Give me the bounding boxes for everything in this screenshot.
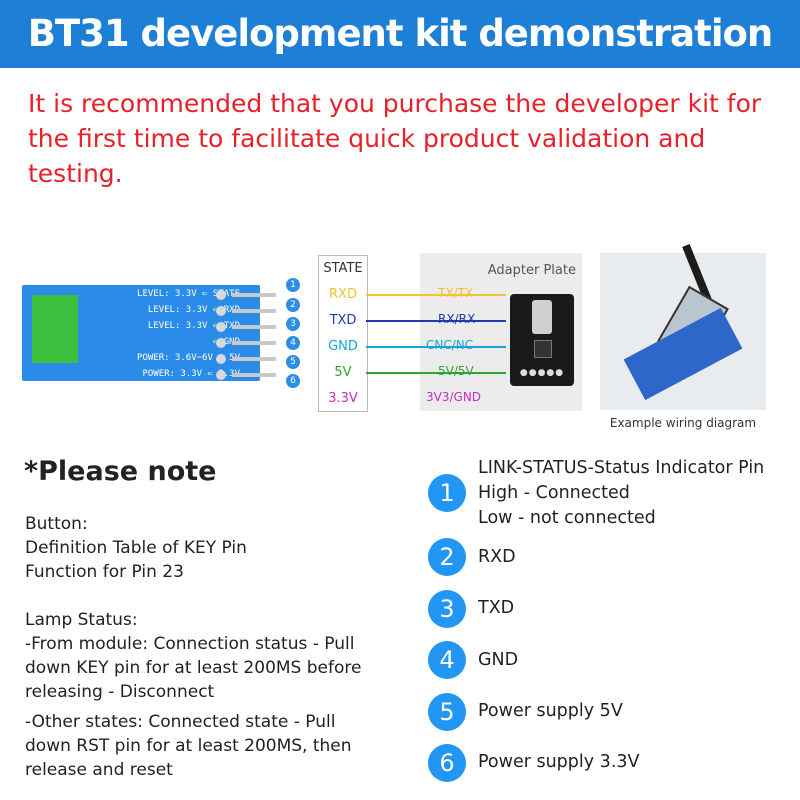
pin-badge-5: 5 xyxy=(428,693,466,731)
pin-badge-6: 6 xyxy=(428,744,466,782)
adapter-pin-tx: TX/TX xyxy=(438,286,474,300)
module-pin-labels: STATE RXD TXD GND 5V 3.3V xyxy=(318,255,368,412)
lamp-title: Lamp Status: xyxy=(25,610,138,630)
pin-number-1: 1 xyxy=(286,278,300,292)
board-label-6: POWER: 3.3V ⇐ 3.3V xyxy=(142,369,240,379)
module-board: LEVEL: 3.3V ⇐ STATE LEVEL: 3.3V ⇐ RXD LE… xyxy=(22,285,260,381)
chip-icon xyxy=(534,340,552,358)
module-pin-3v3: 3.3V xyxy=(328,391,358,406)
pin-3-label: TXD xyxy=(478,598,515,618)
pin-1-line-2: High - Connected xyxy=(478,483,630,503)
pin-6-label: Power supply 3.3V xyxy=(478,752,640,772)
adapter-pin-5v: 5V/5V xyxy=(438,364,474,378)
header-pin-2 xyxy=(232,309,276,313)
pin-number-6: 6 xyxy=(286,374,300,388)
module-pin-state: STATE xyxy=(323,261,363,276)
pin-badge-4: 4 xyxy=(428,641,466,679)
module-pin-txd: TXD xyxy=(329,313,357,328)
pin-badge-1: 1 xyxy=(428,474,466,512)
adapter-pin-nc: CNC/NC xyxy=(426,338,474,352)
intro-text: It is recommended that you purchase the … xyxy=(28,89,762,188)
lamp-b-line-2: down RST pin for at least 200MS, then xyxy=(25,736,352,756)
pin-badge-2: 2 xyxy=(428,538,466,576)
note-heading: *Please note xyxy=(24,456,217,487)
usb-c-connector xyxy=(532,300,552,334)
pin-1-line-3: Low - not connected xyxy=(478,508,656,528)
antenna-area xyxy=(32,295,78,363)
wire-5v xyxy=(366,372,506,374)
pad-5 xyxy=(216,354,226,364)
pin-5-label: Power supply 5V xyxy=(478,701,623,721)
pin-number-2: 2 xyxy=(286,298,300,312)
button-line-1: Definition Table of KEY Pin xyxy=(25,538,247,558)
pin-number-3: 3 xyxy=(286,317,300,331)
adapter-pin-rx: RX/RX xyxy=(438,312,476,326)
page-title: BT31 development kit demonstration xyxy=(27,12,774,55)
adapter-title: Adapter Plate xyxy=(487,263,576,278)
lamp-a-line-2: down KEY pin for at least 200MS before xyxy=(25,658,362,678)
pin-1-line-1: LINK-STATUS-Status Indicator Pin xyxy=(478,458,765,478)
pin-badge-3: 3 xyxy=(428,590,466,628)
board-label-2: LEVEL: 3.3V ⇐ RXD xyxy=(147,305,240,315)
pin-number-5: 5 xyxy=(286,355,300,369)
lamp-b-line-3: release and reset xyxy=(25,760,173,780)
button-line-2: Function for Pin 23 xyxy=(25,562,184,582)
board-label-1: LEVEL: 3.3V ⇐ STATE xyxy=(137,289,240,299)
adapter-pin-3v3-gnd: 3V3/GND xyxy=(426,390,482,404)
board-label-3: LEVEL: 3.3V ⇐ TXD xyxy=(147,321,240,331)
usb-adapter-board: ●●●●● xyxy=(510,294,574,386)
pin-4-label: GND xyxy=(478,650,519,670)
header-pads: ●●●●● xyxy=(519,368,565,378)
pin-2-label: RXD xyxy=(478,547,516,567)
header-pin-4 xyxy=(232,341,276,345)
module-pin-rxd: RXD xyxy=(329,287,357,302)
wire-rxd xyxy=(366,294,506,296)
lamp-a-line-1: -From module: Connection status - Pull xyxy=(25,634,355,654)
module-pin-gnd: GND xyxy=(328,339,358,354)
pad-6 xyxy=(216,370,226,380)
lamp-b-line-1: -Other states: Connected state - Pull xyxy=(25,712,336,732)
wiring-photo xyxy=(600,244,766,410)
header-pin-1 xyxy=(232,293,276,297)
module-pin-5v: 5V xyxy=(334,365,352,380)
pad-4 xyxy=(216,338,226,348)
header-pin-6 xyxy=(232,373,276,377)
pad-2 xyxy=(216,306,226,316)
board-label-4: ⇐ GND xyxy=(213,337,240,348)
photo-caption: Example wiring diagram xyxy=(609,416,757,430)
pad-1 xyxy=(216,290,226,300)
button-title: Button: xyxy=(25,514,88,534)
wire-gnd xyxy=(366,346,506,348)
pin-number-4: 4 xyxy=(286,336,300,350)
wire-txd xyxy=(366,320,506,322)
header-pin-5 xyxy=(232,357,276,361)
header-pin-3 xyxy=(232,325,276,329)
lamp-a-line-3: releasing - Disconnect xyxy=(25,682,215,702)
header-banner: BT31 development kit demonstration xyxy=(0,0,800,68)
pad-3 xyxy=(216,322,226,332)
